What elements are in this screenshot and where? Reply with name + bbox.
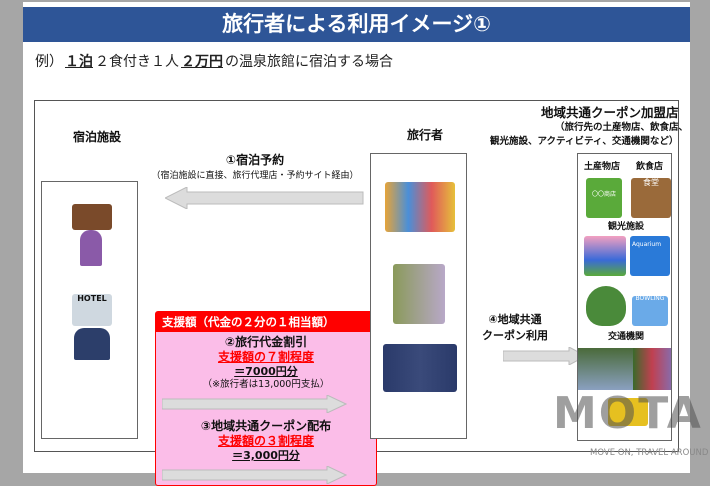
traveler-box xyxy=(370,153,467,439)
hot-spring-illustration xyxy=(586,286,626,326)
arrow-right-coupon xyxy=(162,466,347,484)
souvenir-label: 土産物店 xyxy=(584,162,621,172)
shops-label: 地域共通クーポン加盟店 xyxy=(541,105,679,120)
amusement-park-illustration xyxy=(584,236,626,276)
step2-title: ②旅行代金割引 xyxy=(224,335,308,349)
taxi-illustration xyxy=(608,398,648,426)
support-box: 支援額（代金の２分の１相当額） ②旅行代金割引 支援額の７割程度 ＝7000円分… xyxy=(155,311,377,486)
ryokan-illustration xyxy=(72,204,112,230)
example-price: ２万円 xyxy=(181,54,223,70)
traveler-label: 旅行者 xyxy=(407,128,444,142)
step1-title: ①宿泊予約 xyxy=(225,153,285,167)
transport-label: 交通機関 xyxy=(608,332,645,342)
arrow-right-discount xyxy=(162,395,347,413)
step4-line2: クーポン利用 xyxy=(482,329,548,342)
lodging-box: HOTEL xyxy=(41,181,138,439)
arrow-left-booking xyxy=(165,187,364,209)
step1-sub: （宿泊施設に直接、旅行代理店・予約サイト経由） xyxy=(151,171,359,181)
shops-sub1: （旅行先の土産物店、飲食店、 xyxy=(555,122,689,133)
mota-watermark-logo: MOTA xyxy=(553,388,703,439)
example-prefix: 例） xyxy=(35,54,63,70)
example-nights: １泊 xyxy=(65,54,93,70)
support-header: 支援額（代金の２分の１相当額） xyxy=(156,312,376,332)
students-illustration xyxy=(383,344,457,392)
mota-watermark-tagline: MOVE ON, TRAVEL AROUND xyxy=(590,448,709,458)
step2-amount: ＝7000円分 xyxy=(234,365,298,378)
souvenir-shop-illustration: 〇〇商店 xyxy=(586,178,622,218)
restaurant-illustration: 食堂 xyxy=(631,178,671,218)
example-meals: ２食付き１人 xyxy=(95,54,179,70)
shops-box: 土産物店 飲食店 〇〇商店 食堂 観光施設 Aquarium BOWLING 交… xyxy=(577,153,672,441)
ryokan-host-illustration xyxy=(80,230,102,266)
step3-title: ③地域共通クーポン配布 xyxy=(200,419,332,433)
hotel-clerk-illustration xyxy=(74,328,110,360)
step3-ratio: 支援額の３割程度 xyxy=(217,434,314,448)
family-illustration xyxy=(385,182,455,232)
shops-sub2: 観光施設、アクティビティ、交通機関など） xyxy=(490,136,679,147)
ferry-photo xyxy=(578,348,633,390)
lodging-label: 宿泊施設 xyxy=(73,130,122,144)
step2-ratio: 支援額の７割程度 xyxy=(217,350,314,364)
step4-line1: ④地域共通 xyxy=(488,313,542,326)
step2-note: （※旅行者は13,000円支払） xyxy=(202,379,330,390)
aquarium-illustration: Aquarium xyxy=(630,236,670,276)
train-photo xyxy=(633,348,671,390)
step3-amount: ＝3,000円分 xyxy=(232,449,300,462)
diagram-frame: 宿泊施設 HOTEL ①宿泊予約 （宿泊施設に直接、旅行代理店・予約サイト経由）… xyxy=(34,100,688,486)
bowling-illustration: BOWLING xyxy=(632,296,668,326)
page-title: 旅行者による利用イメージ① xyxy=(23,7,690,42)
sightseeing-label: 観光施設 xyxy=(608,222,645,232)
restaurant-label: 飲食店 xyxy=(636,162,664,172)
hotel-illustration: HOTEL xyxy=(72,294,112,326)
arrow-right-use-coupon xyxy=(503,347,587,365)
elderly-couple-illustration xyxy=(393,264,445,324)
example-suffix: の温泉旅館に宿泊する場合 xyxy=(225,54,393,70)
